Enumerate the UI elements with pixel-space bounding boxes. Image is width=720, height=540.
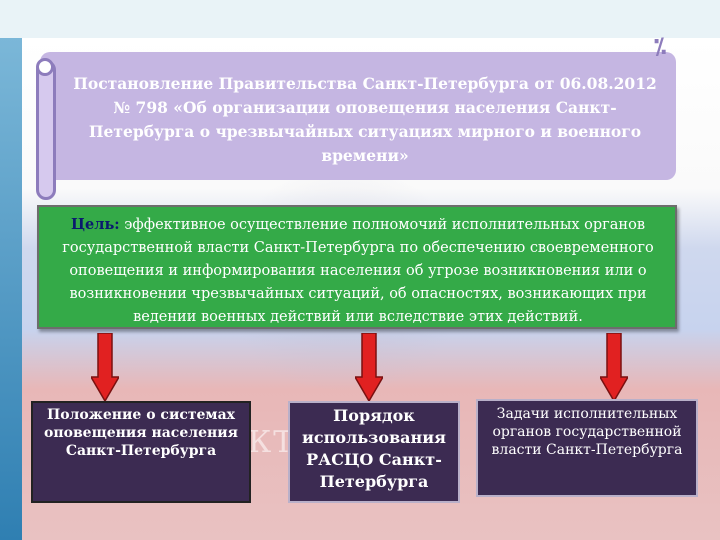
background-watermark: КТ bbox=[248, 425, 296, 460]
goal-label: Цель: bbox=[71, 216, 120, 233]
down-arrow-icon bbox=[600, 333, 628, 401]
left-accent-stripe bbox=[0, 38, 22, 540]
resolution-scroll-banner bbox=[40, 52, 676, 180]
goal-text: Цель: эффективное осуществление полномоч… bbox=[48, 213, 668, 329]
scroll-left-curl bbox=[36, 60, 56, 200]
regulation-alert-systems-box: Положение о системах оповещения населени… bbox=[31, 401, 251, 503]
resolution-title: Постановление Правительства Санкт-Петерб… bbox=[73, 74, 657, 165]
scroll-left-knob bbox=[36, 58, 54, 76]
scroll-right-curl: ⁒ bbox=[654, 35, 667, 60]
box-text: Положение о системах оповещения населени… bbox=[44, 407, 238, 459]
box-text: Задачи исполнительных органов государств… bbox=[491, 406, 683, 458]
goal-box bbox=[37, 205, 677, 329]
rasco-usage-procedure-box: Порядок использования РАСЦО Санкт-Петерб… bbox=[288, 401, 460, 503]
box-text: Порядок использования РАСЦО Санкт-Петерб… bbox=[302, 406, 446, 491]
down-arrow-icon bbox=[355, 333, 383, 401]
down-arrow-icon bbox=[91, 333, 119, 401]
goal-description: эффективное осуществление полномочий исп… bbox=[62, 217, 654, 325]
executive-bodies-tasks-box: Задачи исполнительных органов государств… bbox=[476, 399, 698, 497]
top-band bbox=[0, 0, 720, 38]
